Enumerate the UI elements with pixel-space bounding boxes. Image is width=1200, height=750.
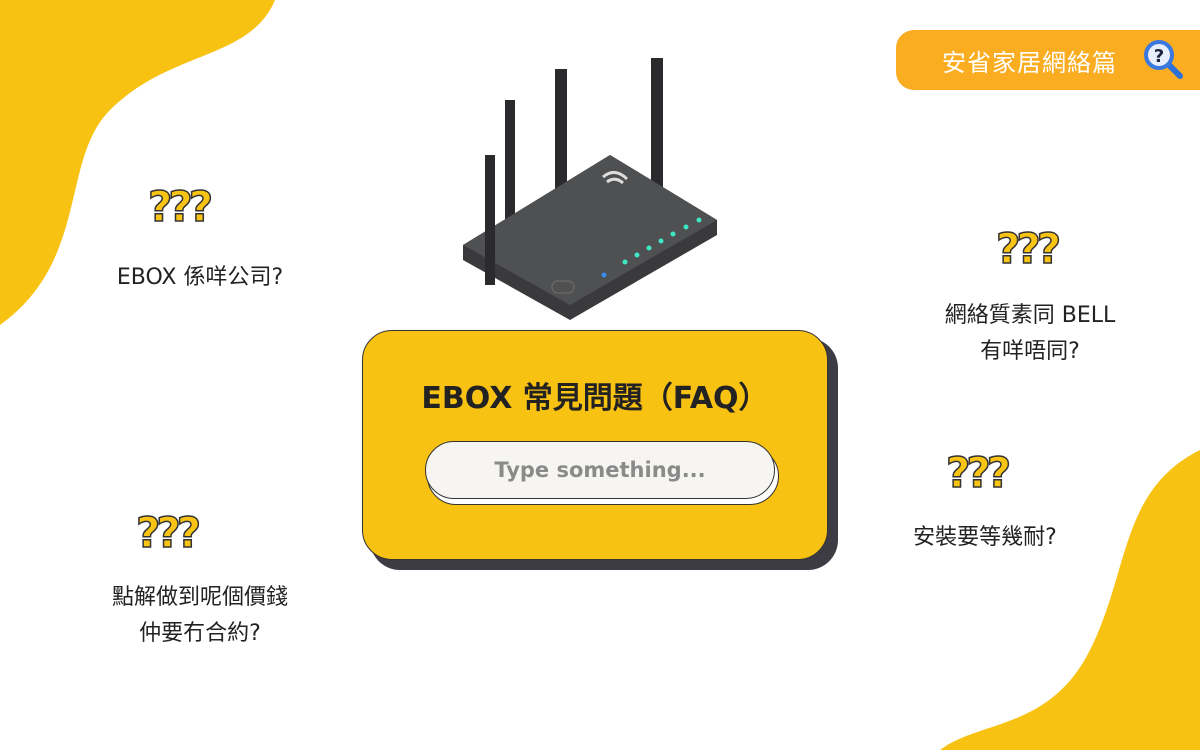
question-line-1: 點解做到呢個價錢 xyxy=(111,585,288,610)
question-marks-icon: ??? xyxy=(147,181,214,232)
question-marks-icon: ??? xyxy=(995,223,1062,274)
question-network-vs-bell[interactable]: 網絡質素同 BELL 有咩唔同? xyxy=(900,298,1160,370)
search-input[interactable] xyxy=(425,441,775,499)
question-line-2: 仲要冇合約? xyxy=(139,621,261,646)
magnifier-question-icon: ? xyxy=(1144,40,1183,79)
category-banner-label: 安省家居網絡篇 xyxy=(942,48,1117,77)
category-banner: 安省家居網絡篇 ? xyxy=(896,30,1200,90)
decorative-blob-bottom-right xyxy=(940,450,1200,750)
question-marks-icon: ??? xyxy=(945,447,1012,498)
question-what-is-ebox[interactable]: EBOX 係咩公司? xyxy=(116,265,284,290)
decorative-blob-top-left xyxy=(0,0,275,325)
router-illustration xyxy=(463,58,717,320)
question-price-no-contract[interactable]: 點解做到呢個價錢 仲要冇合約? xyxy=(60,580,340,652)
question-line-1: 網絡質素同 BELL xyxy=(944,303,1116,328)
faq-title: EBOX 常見問題（FAQ） xyxy=(421,381,769,416)
question-install-wait[interactable]: 安裝要等幾耐? xyxy=(913,525,1057,550)
question-marks-icon: ??? xyxy=(135,507,202,558)
svg-text:?: ? xyxy=(1154,46,1164,67)
question-line-2: 有咩唔同? xyxy=(980,339,1080,364)
faq-card: EBOX 常見問題（FAQ） xyxy=(362,330,828,560)
